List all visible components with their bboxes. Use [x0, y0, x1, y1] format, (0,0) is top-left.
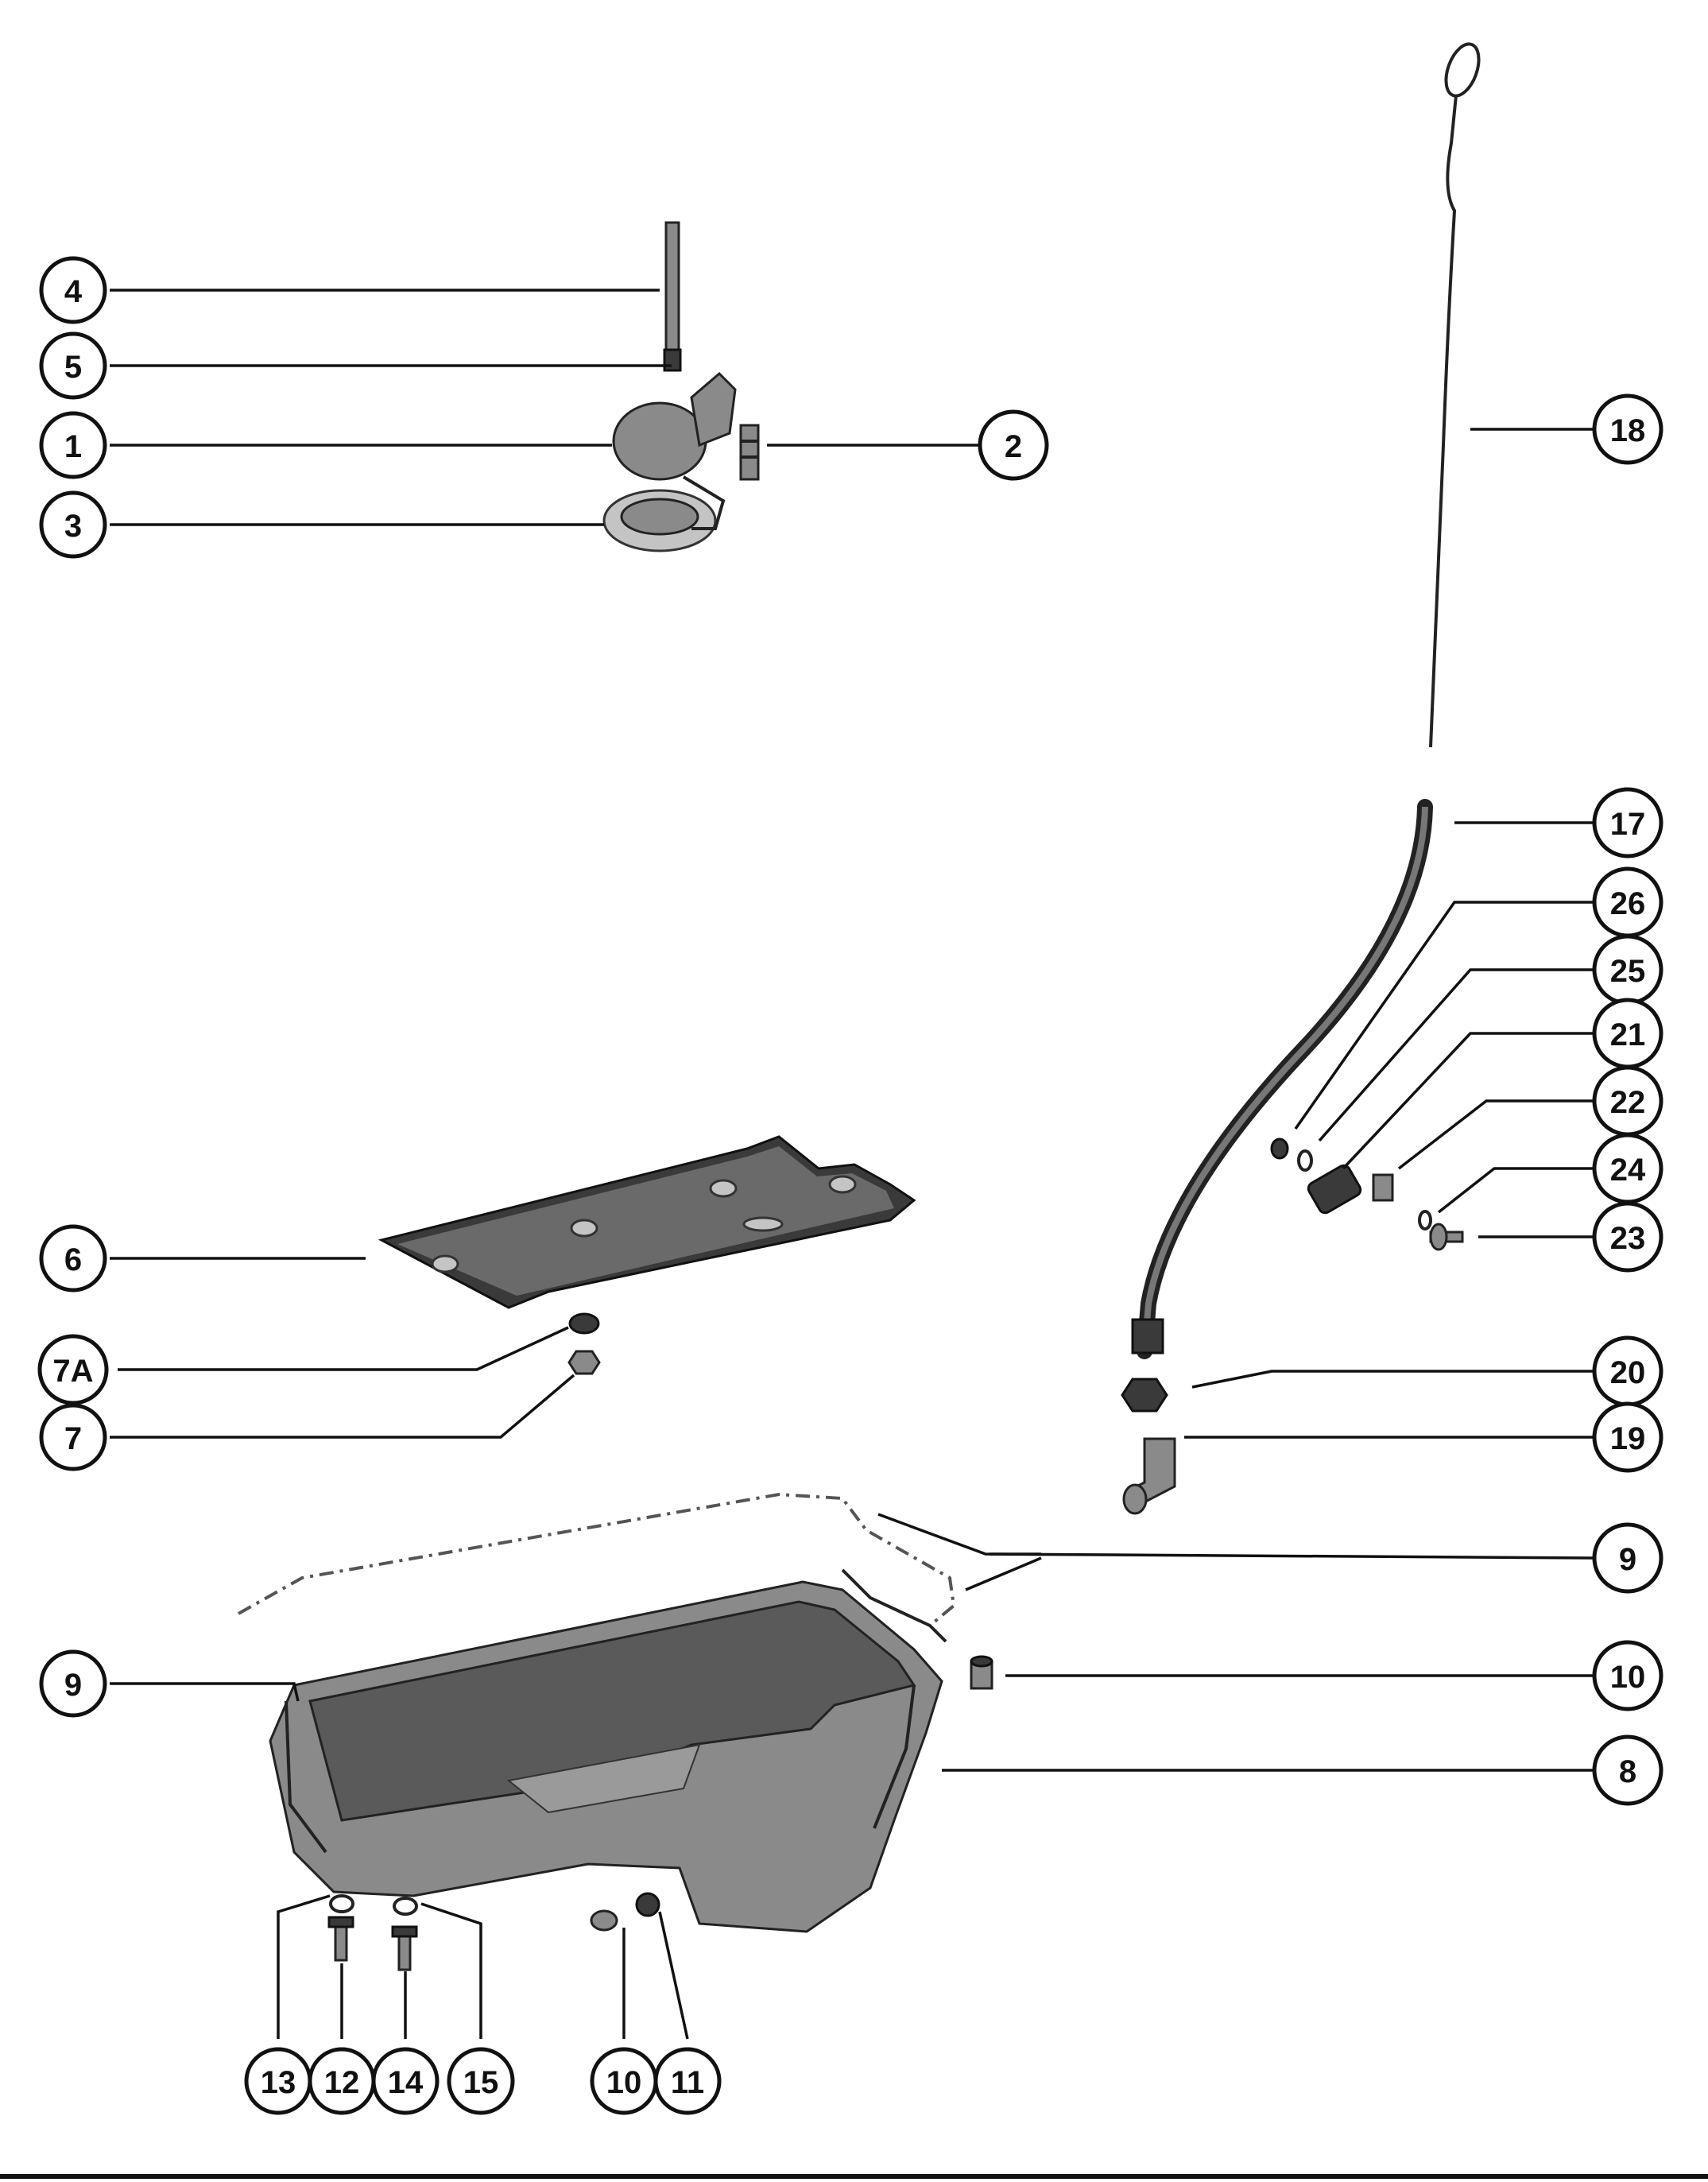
- callout-6-label: 6: [64, 1242, 82, 1277]
- bracket-21: [1307, 1164, 1362, 1215]
- callout-22: 22: [1592, 1065, 1663, 1137]
- callout-23-label: 23: [1610, 1221, 1646, 1256]
- callout-21-label: 21: [1610, 1017, 1646, 1052]
- pump-screen-inner: [620, 498, 699, 536]
- pump-outlet: [690, 371, 737, 448]
- callout-19-label: 19: [1610, 1421, 1646, 1456]
- callout-14-label: 14: [388, 2065, 424, 2100]
- callout-20: 20: [1592, 1335, 1663, 1407]
- callout-19: 19: [1592, 1401, 1663, 1473]
- callout-3-label: 3: [64, 509, 82, 544]
- callout-17-label: 17: [1610, 807, 1646, 842]
- washer-15: [393, 1897, 418, 1916]
- tube-bracket-hardware: [1270, 1138, 1464, 1251]
- callout-10-bottom-label: 10: [606, 2065, 642, 2100]
- callout-12: 12: [308, 2047, 376, 2115]
- callout-9-left: 9: [39, 1649, 107, 1718]
- leader-lines: [110, 289, 1594, 2040]
- nut-26: [1270, 1138, 1289, 1160]
- callout-6: 6: [39, 1224, 107, 1293]
- windage-tray: [378, 1135, 916, 1309]
- clip-22: [1372, 1173, 1394, 1202]
- callout-17: 17: [1592, 787, 1663, 858]
- drain-plug-10: [590, 1909, 618, 1932]
- callout-20-label: 20: [1610, 1355, 1646, 1390]
- drain-plug-right: [970, 1655, 993, 1690]
- shaft-retainer: [663, 348, 682, 372]
- callout-10-right: 10: [1592, 1640, 1663, 1711]
- callout-13-label: 13: [261, 2065, 296, 2100]
- callout-1: 1: [39, 411, 107, 479]
- washer-25: [1297, 1149, 1313, 1172]
- callout-18-label: 18: [1610, 413, 1646, 448]
- pump-shaft-part: [739, 424, 760, 481]
- callout-7: 7: [39, 1403, 107, 1471]
- callout-9-right: 9: [1592, 1522, 1663, 1594]
- washer-24: [1418, 1210, 1432, 1231]
- callout-26-label: 26: [1610, 886, 1646, 921]
- tray-fasteners: [567, 1312, 601, 1375]
- callout-10-right-label: 10: [1610, 1660, 1646, 1695]
- callout-25: 25: [1592, 934, 1663, 1006]
- callout-26: 26: [1592, 866, 1663, 938]
- callout-8: 8: [1592, 1734, 1663, 1806]
- oil-pan-gaskets: [238, 1492, 956, 1643]
- callout-25-label: 25: [1610, 954, 1646, 989]
- washer-13: [329, 1894, 354, 1913]
- pump-pickup-tube: [682, 475, 726, 530]
- callout-12-label: 12: [324, 2065, 360, 2100]
- nut-7: [567, 1350, 601, 1375]
- dipstick-tube: [1131, 799, 1433, 1359]
- washer-7a: [568, 1312, 600, 1335]
- callout-21: 21: [1592, 998, 1663, 1069]
- callout-15: 15: [447, 2047, 515, 2115]
- callout-10-bottom: 10: [590, 2047, 658, 2115]
- callout-7-label: 7: [64, 1421, 82, 1456]
- gasket-11: [635, 1892, 660, 1917]
- callout-11-label: 11: [671, 2065, 704, 2100]
- callout-9-right-label: 9: [1619, 1542, 1636, 1577]
- pump-body: [612, 401, 707, 481]
- callout-13: 13: [244, 2047, 312, 2115]
- bolt-12: [334, 1922, 348, 1962]
- callout-4: 4: [39, 256, 107, 324]
- callout-18: 18: [1592, 393, 1663, 465]
- callout-7a: 7A: [37, 1334, 109, 1405]
- callout-7a-label: 7A: [52, 1354, 93, 1389]
- callout-23: 23: [1592, 1201, 1663, 1273]
- callout-22-label: 22: [1610, 1085, 1646, 1120]
- callout-4-label: 4: [64, 274, 83, 309]
- callout-9-left-label: 9: [64, 1668, 82, 1703]
- callout-24-label: 24: [1610, 1153, 1646, 1188]
- oil-pump-assembly: [602, 221, 737, 552]
- callout-8-label: 8: [1619, 1754, 1636, 1789]
- callout-2: 2: [978, 409, 1049, 481]
- callout-5: 5: [39, 331, 107, 400]
- pump-drive-shaft: [664, 221, 680, 367]
- callout-14: 14: [371, 2047, 440, 2115]
- tube-fittings: [1121, 1378, 1176, 1515]
- callout-24: 24: [1592, 1133, 1663, 1204]
- dipstick: [1429, 42, 1481, 748]
- callout-2-label: 2: [1005, 429, 1022, 464]
- callout-5-label: 5: [64, 350, 82, 385]
- bolt-14: [397, 1932, 412, 1971]
- callout-3: 3: [39, 490, 107, 559]
- oil-pan: [269, 1580, 943, 1933]
- dipstick-handle: [1444, 42, 1481, 98]
- dipstick-blade: [1429, 95, 1458, 748]
- callout-15-label: 15: [463, 2065, 499, 2100]
- callout-1-label: 1: [64, 429, 82, 464]
- nut-20: [1121, 1378, 1168, 1413]
- pan-bottom-fasteners: [327, 1892, 660, 1971]
- callout-11: 11: [653, 2047, 722, 2115]
